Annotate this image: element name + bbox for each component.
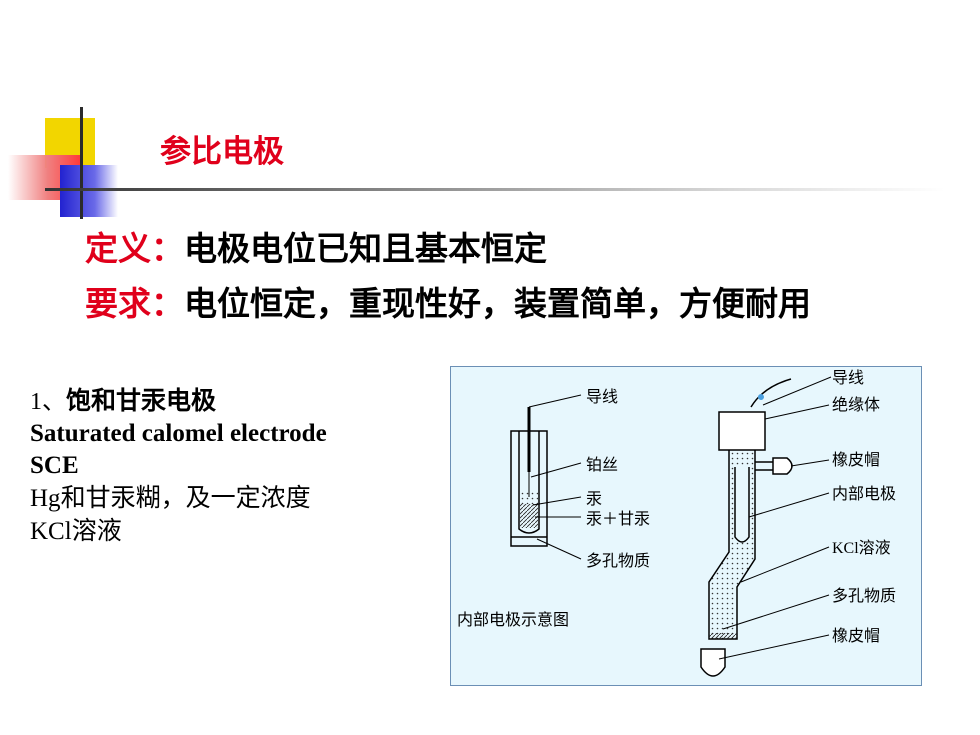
outer-label-insulator: 绝缘体 (832, 395, 880, 414)
leader-outer-wire (762, 376, 832, 406)
composition-text: 和甘汞糊，及一定浓度 (60, 483, 311, 512)
leader-side-cap (790, 459, 830, 467)
leader-outer-porous (722, 594, 830, 630)
outer-electrode-drawing (700, 376, 832, 677)
inner-label-porous: 多孔物质 (586, 551, 650, 570)
leader-pt (530, 462, 582, 478)
inner-label-mercury-calomel: 汞＋甘汞 (586, 509, 650, 528)
electrode-heading-row: 1、饱和甘汞电极 (30, 385, 327, 418)
wire-drop (758, 394, 764, 400)
inner-tube (518, 431, 540, 534)
outer-inner-tube (734, 467, 750, 543)
definition-text: 电极电位已知且基本恒定 (184, 229, 547, 268)
electrode-diagram: 导线 铂丝 汞 汞＋甘汞 多孔物质 内部电极示意图 导线 绝缘体 橡皮帽 (450, 366, 922, 686)
definition-label: 定义： (85, 229, 184, 268)
slide-title: 参比电极 (160, 134, 284, 170)
inner-label-platinum: 铂丝 (586, 455, 618, 474)
outer-label-inner-electrode: 内部电极 (832, 484, 896, 503)
leader-wire (528, 394, 582, 408)
bottom-cap (700, 648, 726, 677)
english-name: Saturated calomel electrode (30, 420, 327, 447)
electrode-heading: 饱和甘汞电极 (66, 386, 217, 415)
mercury-layer (520, 492, 538, 504)
kcl-symbol: KCl (30, 518, 72, 545)
leader-porous (536, 538, 582, 560)
outer-label-wire: 导线 (832, 368, 864, 387)
inner-label-wire: 导线 (586, 387, 618, 406)
inner-electrode-drawing (510, 394, 582, 560)
decor-vertical-line (80, 107, 83, 219)
leader-inner-electrode (748, 492, 830, 518)
requirement-label: 要求： (85, 284, 184, 323)
solution-text: 溶液 (71, 516, 122, 545)
title-underline (45, 188, 945, 191)
insulator-block (718, 411, 766, 451)
outer-label-bottom-cap: 橡皮帽 (832, 626, 880, 645)
definition-line: 定义：电极电位已知且基本恒定 (85, 222, 547, 270)
diagram-svg: 导线 铂丝 汞 汞＋甘汞 多孔物质 内部电极示意图 导线 绝缘体 橡皮帽 (457, 368, 896, 677)
outer-label-kcl: KCl溶液 (832, 539, 891, 557)
leader-hg (532, 496, 582, 506)
electrode-description: 1、饱和甘汞电极 Saturated calomel electrode SCE… (30, 385, 327, 548)
composition-line-2: KCl溶液 (30, 515, 327, 548)
outer-label-side-cap: 橡皮帽 (832, 450, 880, 469)
porous-tip (709, 633, 737, 639)
outer-label-porous: 多孔物质 (832, 586, 896, 605)
leader-bottom-cap (718, 634, 830, 660)
composition-line-1: Hg和甘汞糊，及一定浓度 (30, 482, 327, 515)
abbreviation: SCE (30, 452, 79, 479)
decor-blue-square (60, 165, 118, 217)
inner-label-mercury: 汞 (586, 489, 602, 508)
requirement-text: 电位恒定，重现性好，装置简单，方便耐用 (184, 284, 811, 323)
inner-caption: 内部电极示意图 (457, 610, 569, 629)
hg-symbol: Hg (30, 485, 61, 512)
calomel-layer (520, 504, 538, 528)
item-number: 1、 (30, 389, 66, 415)
outer-wire (750, 378, 792, 408)
side-cap (772, 457, 793, 475)
side-arm (755, 461, 773, 471)
leader-kcl (740, 546, 830, 583)
requirement-line: 要求：电位恒定，重现性好，装置简单，方便耐用 (85, 277, 811, 325)
leader-insulator (764, 404, 830, 420)
